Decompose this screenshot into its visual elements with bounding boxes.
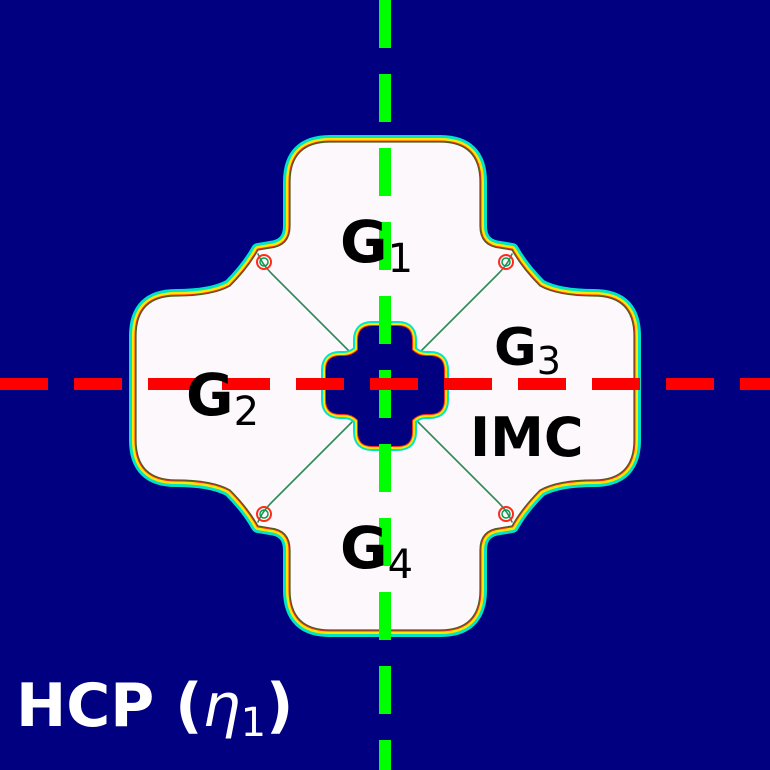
triple-junction-pockets [256, 254, 514, 522]
label-g2: G2 [186, 361, 259, 435]
pocket-top-left [256, 254, 272, 270]
pocket-top-right [498, 254, 514, 270]
pocket-bottom-right [498, 506, 514, 522]
label-g3: G3 [494, 318, 561, 383]
label-g1: G1 [340, 208, 413, 282]
label-imc: IMC [470, 406, 583, 469]
label-phase-hcp-eta1: HCP (η1) [16, 671, 293, 746]
pocket-bottom-left [256, 506, 272, 522]
label-g4: G4 [340, 514, 413, 588]
